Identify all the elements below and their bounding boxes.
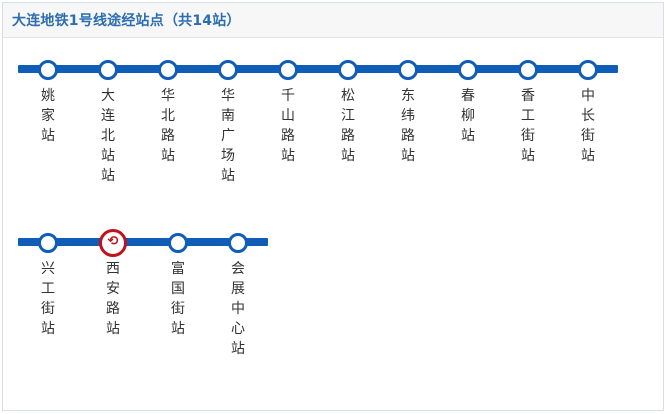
station[interactable]: 富国街站 [163, 233, 193, 339]
station-node [518, 60, 538, 80]
station-node [338, 60, 358, 80]
station-name: 香工街站 [521, 88, 535, 164]
station-name: 春柳站 [461, 88, 475, 144]
station[interactable]: 松江路站 [333, 60, 363, 166]
station-node [38, 60, 58, 80]
station-name: 富国街站 [171, 261, 185, 337]
station-node [578, 60, 598, 80]
station-node [228, 233, 248, 253]
station[interactable]: 香工街站 [513, 60, 543, 166]
station[interactable]: 会展中心站 [223, 233, 253, 359]
station-name: 千山路站 [281, 88, 295, 164]
station-node [278, 60, 298, 80]
station-name: 大连北站站 [101, 88, 115, 184]
station-node [168, 233, 188, 253]
station[interactable]: 大连北站站 [93, 60, 123, 186]
panel-title: 大连地铁1号线途经站点（共14站） [12, 13, 241, 29]
station-node [158, 60, 178, 80]
station-node [98, 60, 118, 80]
station-name: 东纬路站 [401, 88, 415, 164]
station-name: 华北路站 [161, 88, 175, 164]
station[interactable]: 春柳站 [453, 60, 483, 146]
transfer-icon: ⟲ [99, 229, 127, 257]
station[interactable]: 华南广场站 [213, 60, 243, 186]
station-node [218, 60, 238, 80]
station[interactable]: 华北路站 [153, 60, 183, 166]
station[interactable]: 中长街站 [573, 60, 603, 166]
line-track-row-2 [18, 238, 268, 246]
station[interactable]: 兴工街站 [33, 233, 63, 339]
line-track-row-1 [18, 65, 618, 73]
station-name: 兴工街站 [41, 261, 55, 337]
station-name: 中长街站 [581, 88, 595, 164]
station-node [458, 60, 478, 80]
panel-header: 大连地铁1号线途经站点（共14站） [3, 3, 663, 38]
station-name: 松江路站 [341, 88, 355, 164]
station-name: 姚家站 [41, 88, 55, 144]
station[interactable]: 东纬路站 [393, 60, 423, 166]
station-name: 西安路站 [106, 261, 120, 337]
station-node [398, 60, 418, 80]
station-node [38, 233, 58, 253]
station-name: 华南广场站 [221, 88, 235, 184]
station-name: 会展中心站 [231, 261, 245, 357]
station[interactable]: 姚家站 [33, 60, 63, 146]
station[interactable]: 千山路站 [273, 60, 303, 166]
station-current[interactable]: ⟲ 西安路站 [98, 229, 128, 339]
